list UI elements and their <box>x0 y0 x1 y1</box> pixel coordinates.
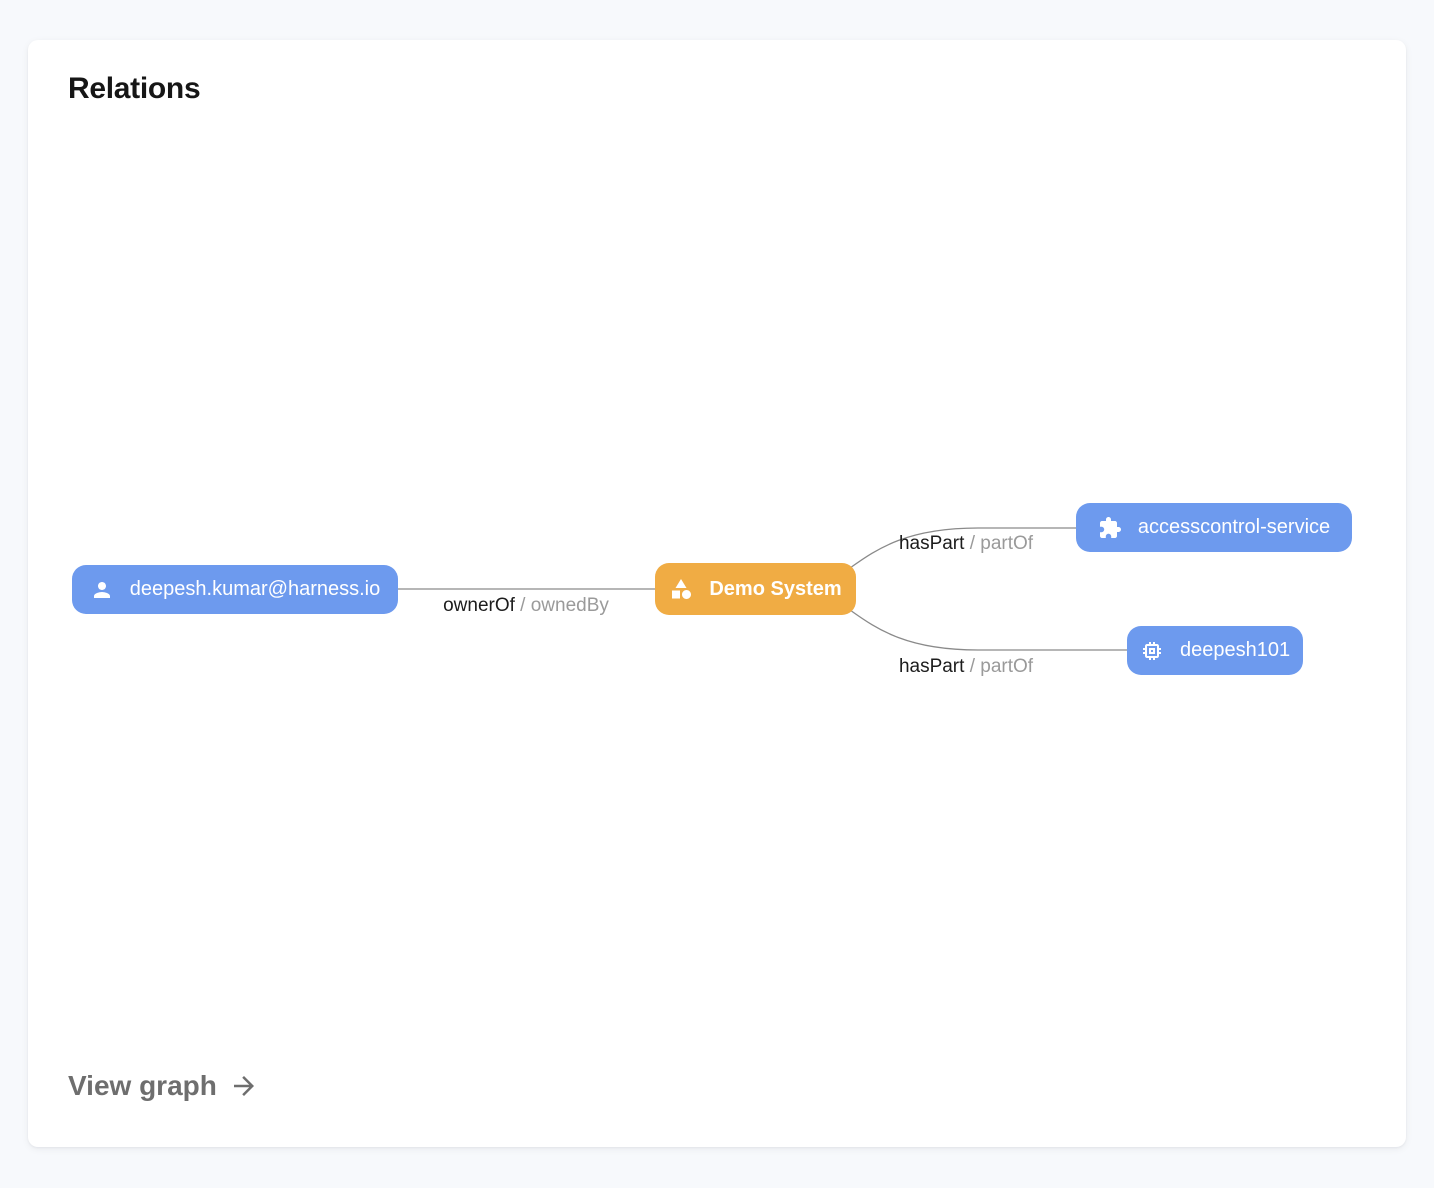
node-label: accesscontrol-service <box>1137 516 1331 538</box>
edge-label-primary: ownerOf <box>443 595 515 616</box>
edge-label-ownerOf-ownedBy: ownerOf / ownedBy <box>443 595 609 617</box>
view-graph-label: View graph <box>68 1070 217 1101</box>
view-graph-link[interactable]: View graph <box>68 1070 259 1102</box>
memory-icon <box>1140 639 1164 663</box>
edge-label-hasPart-partOf: hasPart / partOf <box>899 533 1033 555</box>
category-icon <box>669 577 693 601</box>
edge-label-secondary: / partOf <box>964 533 1034 554</box>
card-title: Relations <box>68 72 201 105</box>
node-label: deepesh101 <box>1179 639 1291 661</box>
person-icon <box>90 578 114 602</box>
graph-node-api[interactable]: deepesh101 <box>1127 626 1303 675</box>
edge-label-primary: hasPart <box>898 533 965 554</box>
node-label: Demo System <box>709 577 842 600</box>
relations-card: Relations deepesh.kumar@harness.io Demo S… <box>28 40 1406 1147</box>
extension-icon <box>1098 516 1122 540</box>
graph-node-system[interactable]: Demo System <box>655 563 856 615</box>
graph-node-service[interactable]: accesscontrol-service <box>1076 503 1352 552</box>
edge-label-secondary: / partOf <box>964 656 1034 677</box>
edge-system-api <box>849 609 1127 651</box>
arrow-right-icon <box>229 1071 259 1101</box>
edge-label-primary: hasPart <box>898 656 965 677</box>
edge-label-hasPart-partOf: hasPart / partOf <box>899 656 1033 678</box>
relations-graph: deepesh.kumar@harness.io Demo System acces… <box>28 40 1406 1147</box>
edge-label-secondary: / ownedBy <box>514 595 609 616</box>
graph-node-user[interactable]: deepesh.kumar@harness.io <box>72 565 398 614</box>
node-label: deepesh.kumar@harness.io <box>129 578 381 600</box>
